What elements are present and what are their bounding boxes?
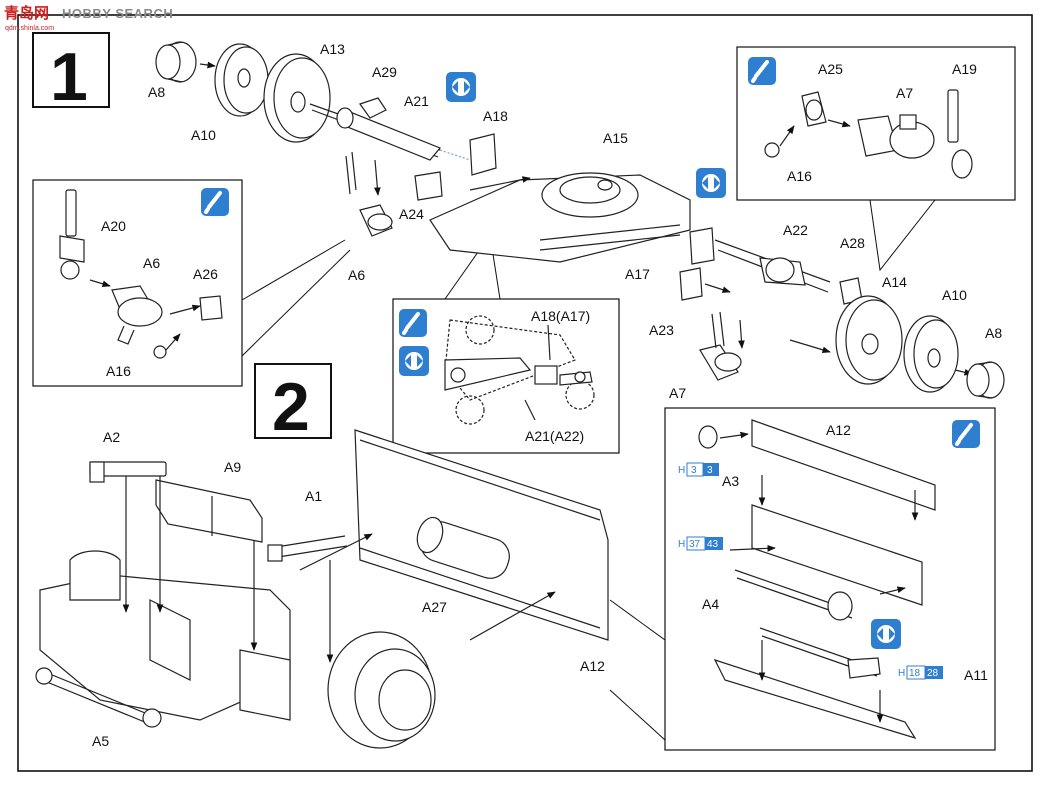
part-label: A8 bbox=[148, 84, 165, 100]
paint-code-letter: H bbox=[678, 465, 685, 476]
part-label: A14 bbox=[882, 274, 907, 290]
part-label: A21 bbox=[404, 93, 429, 109]
right-inset-leader bbox=[869, 199, 936, 272]
paint-code-callout: H 18 28 bbox=[898, 665, 943, 680]
watermark-site: HOBBY SEARCH bbox=[62, 6, 173, 21]
paint-code-value: 37 bbox=[689, 539, 701, 550]
glue-icon bbox=[748, 57, 776, 85]
part-label: A25 bbox=[818, 61, 843, 77]
paint-code-value: 18 bbox=[909, 668, 921, 679]
rotate-icon bbox=[871, 619, 901, 649]
step1-assembly-drawing bbox=[155, 41, 1005, 399]
part-label: A7 bbox=[896, 85, 913, 101]
part-label: A27 bbox=[422, 599, 447, 615]
step2-inset-leader bbox=[609, 599, 666, 741]
part-label: A22 bbox=[783, 222, 808, 238]
part-label: A5 bbox=[92, 733, 109, 749]
step2-assembly-drawing bbox=[35, 429, 609, 749]
watermark-sub: qdm.shinla.com bbox=[5, 25, 54, 32]
left-inset-leader bbox=[241, 239, 351, 357]
part-labels: A8 A10 A13 A29 A21 A18 A15 A24 A6 A22 A2… bbox=[92, 41, 1002, 749]
glue-icon bbox=[952, 420, 980, 448]
part-label: A12 bbox=[580, 658, 605, 674]
paint-code-value: 3 bbox=[707, 465, 713, 476]
part-label: A19 bbox=[952, 61, 977, 77]
part-label: A7 bbox=[669, 385, 686, 401]
part-label: A26 bbox=[193, 266, 218, 282]
center-inset-drawing bbox=[444, 315, 595, 425]
part-label: A8 bbox=[985, 325, 1002, 341]
paint-code-letter: H bbox=[678, 539, 685, 550]
part-label: A28 bbox=[840, 235, 865, 251]
watermark: 青岛网 HOBBY SEARCH qdm.shinla.com bbox=[4, 4, 173, 32]
glue-icon bbox=[201, 188, 229, 216]
part-label: A23 bbox=[649, 322, 674, 338]
paint-code-callout: H 37 43 bbox=[678, 536, 723, 551]
part-label: A9 bbox=[224, 459, 241, 475]
watermark-brand: 青岛网 bbox=[4, 4, 49, 22]
paint-code-callout: H 3 3 bbox=[678, 462, 719, 477]
step-1-box: 1 bbox=[32, 32, 110, 115]
part-label: A16 bbox=[106, 363, 131, 379]
part-label: A15 bbox=[603, 130, 628, 146]
part-label: A6 bbox=[143, 255, 160, 271]
part-label: A24 bbox=[399, 206, 424, 222]
step-2-box: 2 bbox=[254, 363, 332, 445]
part-label: A20 bbox=[101, 218, 126, 234]
glue-icon bbox=[399, 309, 427, 337]
part-label: A12 bbox=[826, 422, 851, 438]
paint-code-letter: H bbox=[898, 668, 905, 679]
right-inset-drawing bbox=[764, 89, 973, 179]
step-1-number: 1 bbox=[50, 39, 88, 115]
paint-code-value: 3 bbox=[691, 465, 697, 476]
part-label: A13 bbox=[320, 41, 345, 57]
paint-code-value: 43 bbox=[707, 539, 719, 550]
part-label: A3 bbox=[722, 473, 739, 489]
part-label: A2 bbox=[103, 429, 120, 445]
part-label: A4 bbox=[702, 596, 719, 612]
rotate-icon bbox=[446, 72, 476, 102]
part-label: A1 bbox=[305, 488, 322, 504]
part-label: A16 bbox=[787, 168, 812, 184]
paint-code-value: 28 bbox=[927, 668, 939, 679]
part-label: A18(A17) bbox=[531, 308, 590, 324]
step-2-number: 2 bbox=[272, 369, 310, 445]
left-inset-drawing bbox=[59, 189, 223, 359]
part-label: A17 bbox=[625, 266, 650, 282]
part-label: A29 bbox=[372, 64, 397, 80]
page-frame bbox=[17, 14, 1033, 772]
part-label: A10 bbox=[942, 287, 967, 303]
rotate-icon bbox=[399, 346, 429, 376]
step2-right-inset-drawing bbox=[698, 419, 936, 740]
part-label: A10 bbox=[191, 127, 216, 143]
part-label: A18 bbox=[483, 108, 508, 124]
part-label: A6 bbox=[348, 267, 365, 283]
part-label: A21(A22) bbox=[525, 428, 584, 444]
part-label: A11 bbox=[964, 667, 988, 683]
rotate-icon bbox=[696, 168, 726, 198]
